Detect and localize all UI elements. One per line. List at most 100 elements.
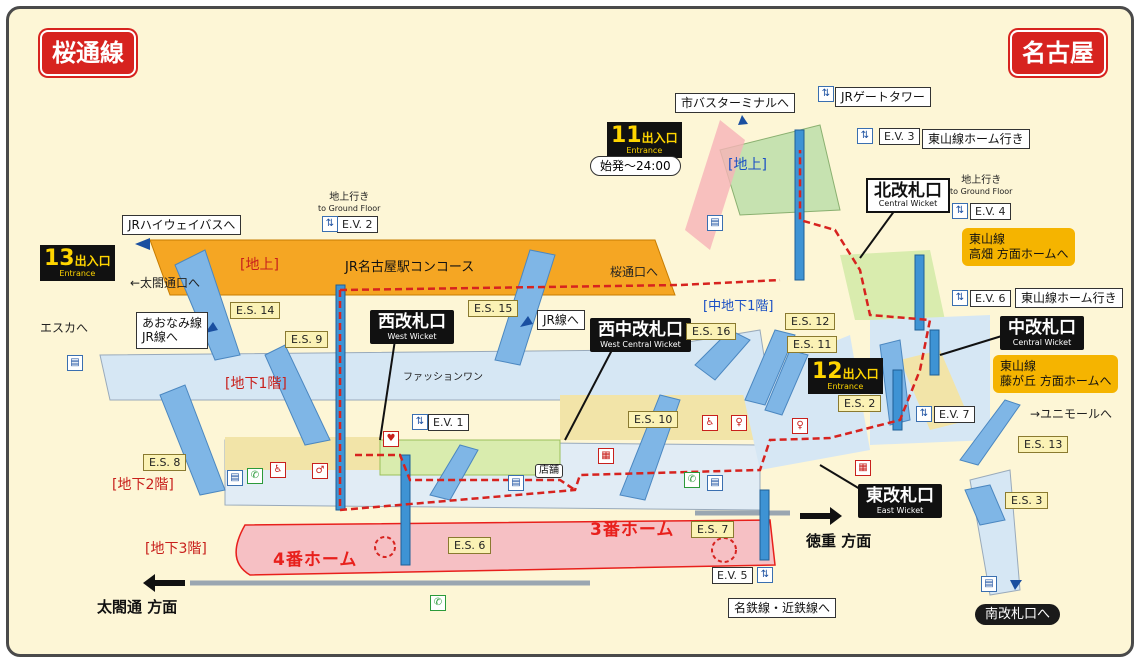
south-wicket-link[interactable]: 南改札口へ [975, 604, 1061, 625]
ground-to-west-en: to Ground Floor [318, 203, 381, 213]
city-bus-link[interactable]: 市バスターミナルへ [675, 93, 796, 113]
leader-west-central [564, 349, 613, 441]
escalator-8 [159, 384, 226, 496]
elevator-2-label[interactable]: E.V. 2 [337, 216, 378, 233]
locker-icon: ▤ [227, 470, 243, 486]
escalator-11 [764, 349, 809, 416]
ev-shaft-4 [914, 254, 925, 331]
higashiyama-platform-central[interactable]: 東山線ホーム行き [1015, 288, 1123, 308]
exit-13[interactable]: 13出入口 Entrance [40, 245, 115, 281]
arrow-jr [520, 316, 533, 327]
floor-label-b2: [地下2階] [112, 477, 174, 493]
ev-shaft-1 [400, 454, 411, 566]
taiko-exit-link[interactable]: ←太閤通口へ [130, 276, 201, 290]
aonami-jr-link[interactable]: あおなみ線 JR線へ [136, 312, 209, 349]
escalator-8-label: E.S. 8 [143, 454, 187, 471]
elevator-6-label[interactable]: E.V. 6 [970, 290, 1011, 307]
elevator-icon: ⇅ [322, 216, 338, 232]
ev-shaft-5 [759, 489, 770, 561]
escalator-9 [264, 344, 331, 446]
north-wicket-en: Central Wicket [878, 199, 938, 208]
locker-icon: ▤ [707, 475, 723, 491]
toilet-icon: ♿ [702, 415, 718, 431]
elevator-1-label[interactable]: E.V. 1 [428, 414, 469, 431]
west-central-wicket[interactable]: 西中改札口 West Central Wicket [590, 318, 691, 352]
west-wicket[interactable]: 西改札口 West Wicket [370, 310, 454, 344]
platform-4-label: 4番ホーム [273, 550, 358, 570]
east-stair-rail [685, 120, 745, 250]
arrow-south [1010, 580, 1022, 590]
escalator-13 [959, 399, 1021, 466]
exit-12[interactable]: 12出入口 Entrance [808, 358, 883, 394]
exit-13-number: 13 [44, 246, 75, 271]
escalator-16-label: E.S. 16 [686, 323, 737, 340]
elevator-icon: ⇅ [818, 86, 834, 102]
escalator-16 [694, 329, 751, 381]
north-wicket-jp: 北改札口 [874, 181, 942, 201]
escalator-12-label: E.S. 12 [785, 313, 836, 330]
route-west-loop [355, 453, 576, 492]
shop-label: 店舗 [535, 464, 563, 478]
sakura-exit-link[interactable]: 桜通口へ [610, 265, 659, 279]
central-wicket[interactable]: 中改札口 Central Wicket [1000, 316, 1084, 350]
exit-11-number: 11 [611, 123, 642, 148]
exit-13-label: 出入口 [74, 254, 111, 268]
leader-central [939, 334, 1006, 356]
floor-label-b1: [地下1階] [225, 376, 287, 392]
fujigaoka-direction[interactable]: 東山線 藤が丘 方面ホームへ [993, 355, 1119, 393]
exit-11[interactable]: 11出入口 Entrance [607, 122, 682, 158]
esca-link[interactable]: エスカへ [40, 321, 89, 335]
floor-label-b1-mid: [中地下1階] [703, 299, 774, 314]
elevator-5-label[interactable]: E.V. 5 [712, 567, 753, 584]
arrow-taikodori [143, 574, 185, 592]
platform-b3 [235, 519, 776, 576]
escalator-10-label: E.S. 10 [628, 411, 679, 428]
east-wicket[interactable]: 東改札口 East Wicket [858, 484, 942, 518]
floor-label-b3: [地下3階] [145, 541, 207, 557]
exit-12-label: 出入口 [842, 367, 879, 381]
exit-12-en: Entrance [827, 382, 864, 391]
jr-gate-tower-link[interactable]: JRゲートタワー [835, 87, 931, 107]
ground-to-west-jp: 地上行き [329, 192, 370, 203]
exit-12-number: 12 [812, 359, 843, 384]
central-wicket-jp: 中改札口 [1008, 318, 1076, 338]
arrow-bus [738, 115, 748, 125]
central-wicket-en: Central Wicket [1012, 338, 1072, 347]
elevator-7-label[interactable]: E.V. 7 [934, 406, 975, 423]
toilet-icon: ♿ [270, 462, 286, 478]
north-wicket[interactable]: 北改札口 Central Wicket [866, 178, 950, 213]
floor-label-ground-east: [地上] [728, 157, 767, 173]
takabata-direction[interactable]: 東山線 高畑 方面ホームへ [962, 228, 1076, 266]
route-path [338, 150, 932, 512]
unimall-link[interactable]: →ユニモールへ [1030, 407, 1113, 421]
jr-line-link[interactable]: JR線へ [537, 310, 585, 330]
ev-shaft-7 [892, 369, 903, 431]
ground-to-west: 地上行き to Ground Floor [318, 192, 380, 213]
east-wicket-jp: 東改札口 [866, 486, 934, 506]
east-platform-green [840, 250, 945, 320]
elevator-4-label[interactable]: E.V. 4 [970, 203, 1011, 220]
ev-shaft-6 [929, 329, 940, 376]
elevator-3-label[interactable]: E.V. 3 [879, 128, 920, 145]
arrow-highway [135, 238, 150, 250]
direction-taikodori: 太閤通 方面 [97, 598, 178, 616]
escalator-3 [964, 484, 1006, 526]
higashiyama-platform-north[interactable]: 東山線ホーム行き [922, 129, 1030, 149]
locker-icon: ▦ [855, 460, 871, 476]
escalator-3-label: E.S. 3 [1005, 492, 1049, 509]
direction-arrows [135, 115, 1022, 590]
marker-west-b3 [374, 536, 396, 558]
leader-west [379, 339, 396, 441]
meitetsu-link[interactable]: 名鉄線・近鉄線へ [728, 598, 837, 618]
escalator-13-label: E.S. 13 [1018, 436, 1069, 453]
elevator-icon: ⇅ [916, 406, 932, 422]
escalator-11-label: E.S. 11 [787, 336, 838, 353]
ground-to-east: 地上行き to Ground Floor [950, 175, 1012, 196]
escalator-6-label: E.S. 6 [448, 537, 492, 554]
leader-north [859, 209, 896, 259]
jr-highway-bus-link[interactable]: JRハイウェイバスへ [122, 215, 242, 235]
phone-icon: ✆ [247, 468, 263, 484]
phone-icon: ✆ [684, 472, 700, 488]
elevator-icon: ⇅ [857, 128, 873, 144]
exit-13-en: Entrance [59, 269, 96, 278]
